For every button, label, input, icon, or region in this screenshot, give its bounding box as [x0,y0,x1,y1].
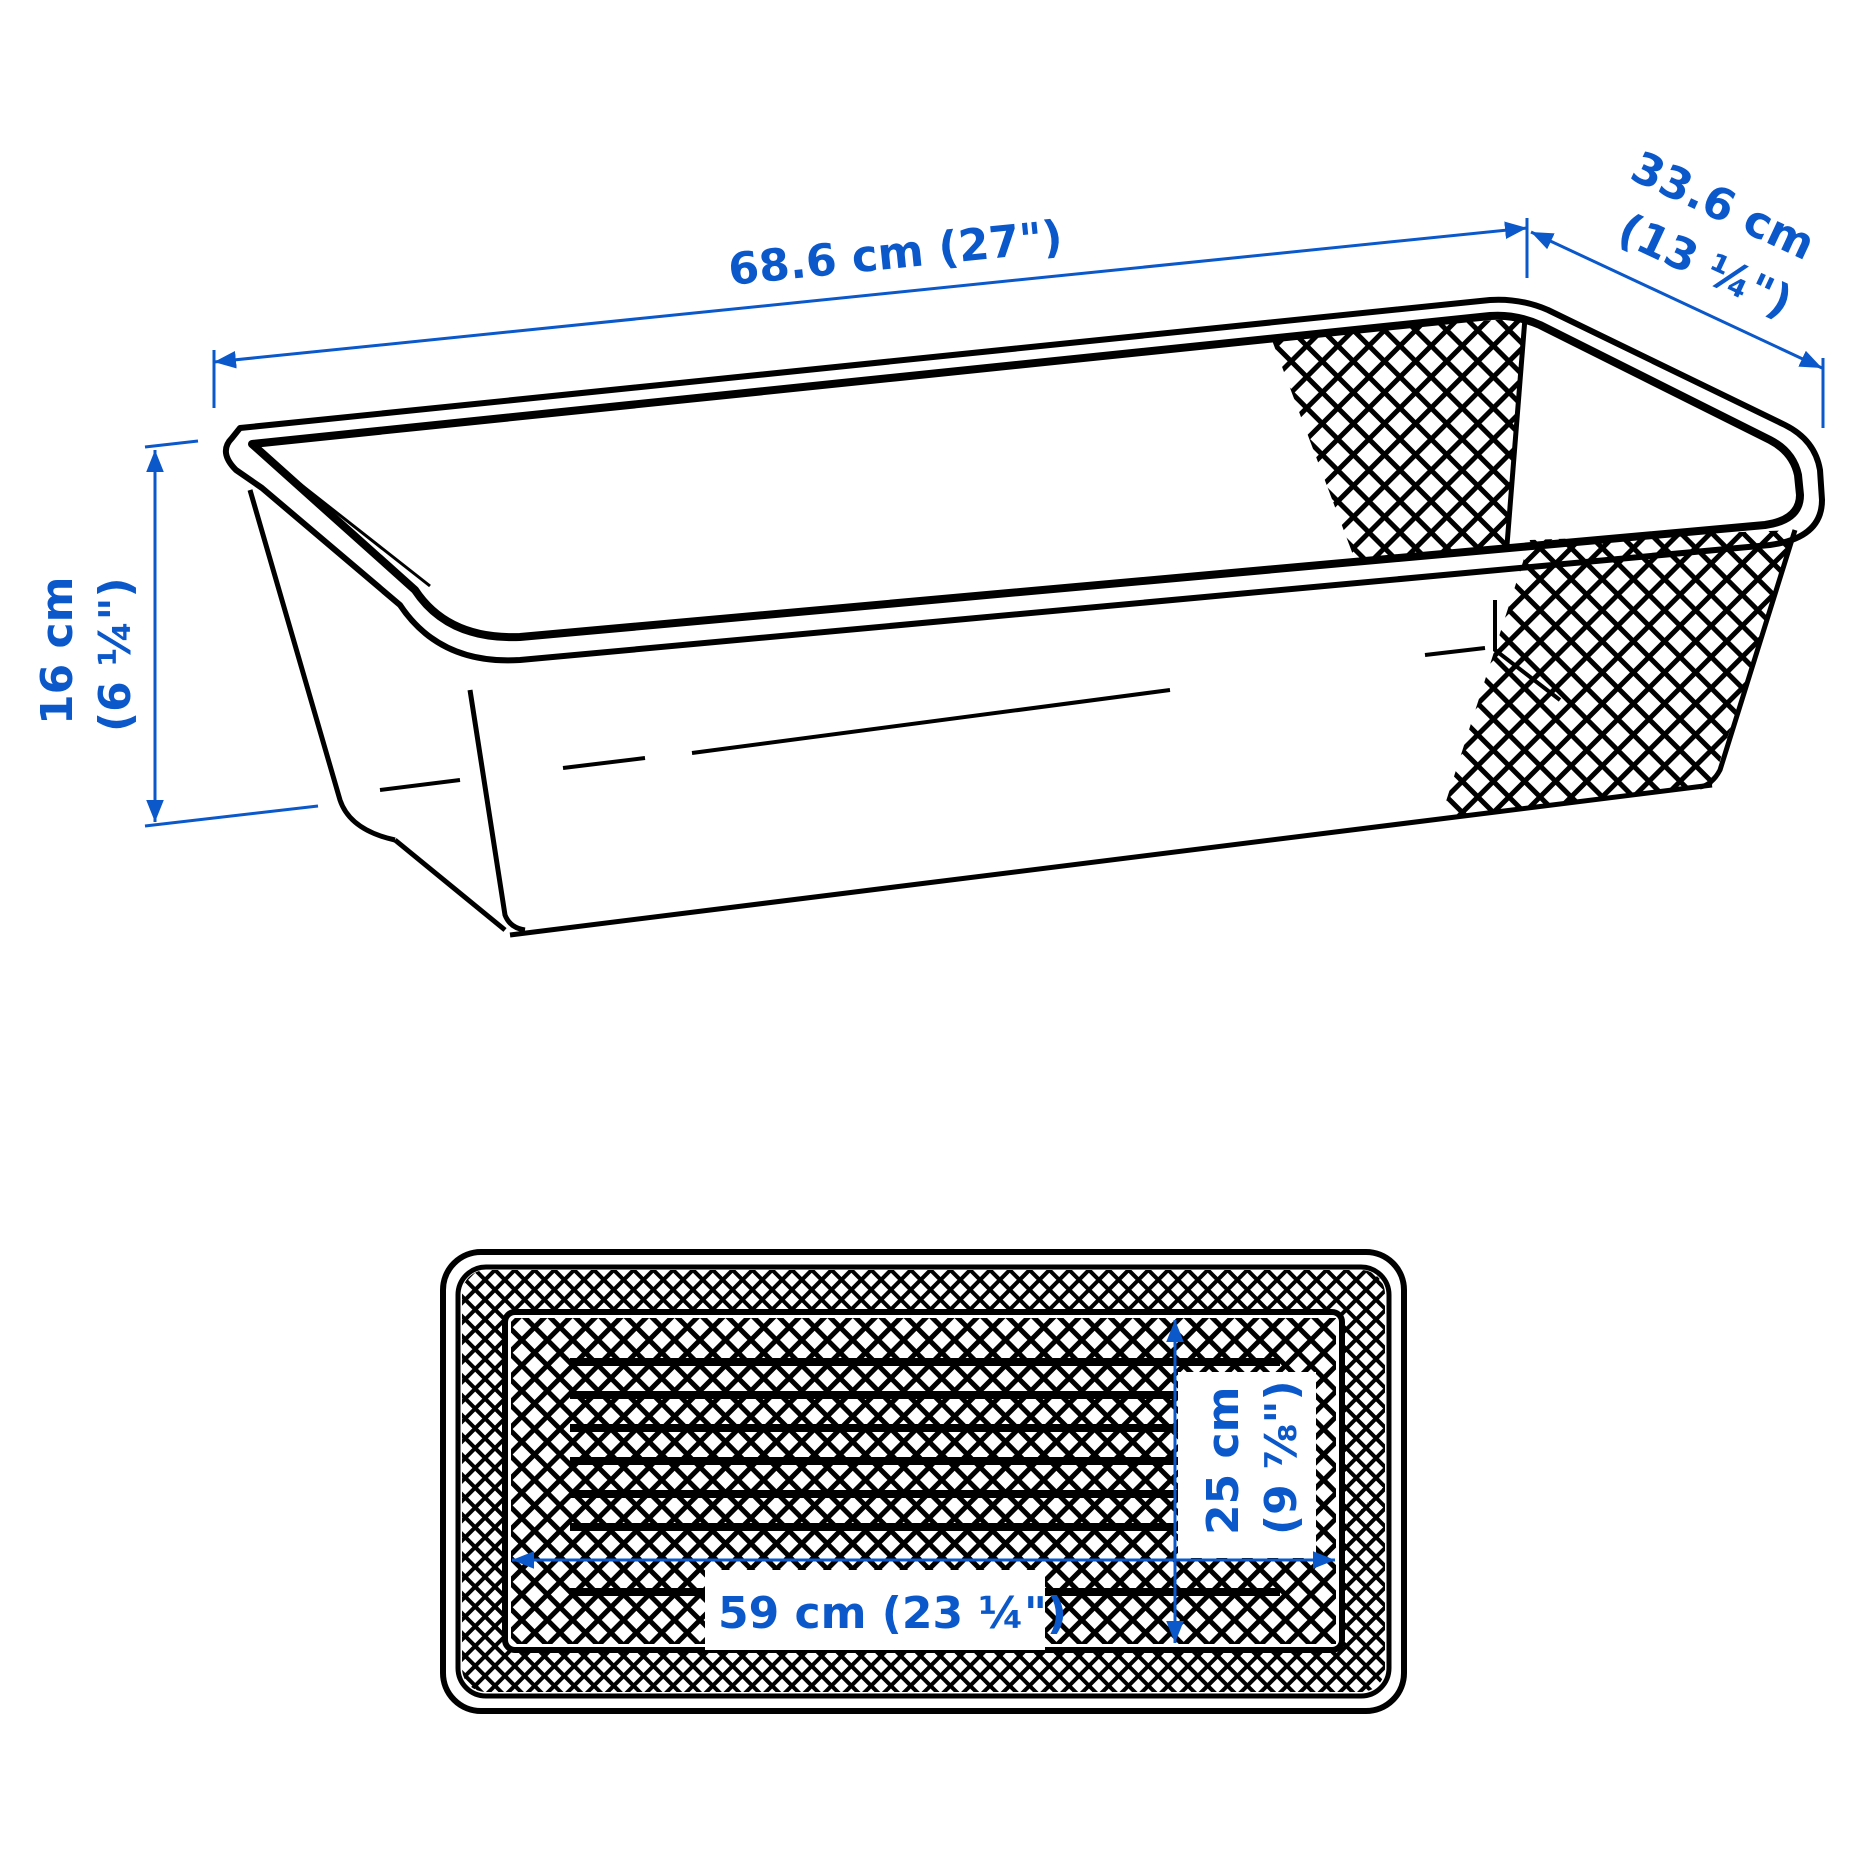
height-dimension: 16 cm (6 ¼") [32,439,319,828]
inner-width-dimension: 25 cm (9 ⅞") [1166,1320,1307,1643]
height-dimension-metric: 16 cm [32,577,83,725]
width-dimension-label: 68.6 cm (27") [726,211,1065,296]
height-dimension-imperial: (6 ¼") [90,577,141,732]
perspective-basket [223,296,1825,938]
inner-length-dimension-label: 59 cm (23 ¼") [718,1588,1067,1639]
inner-length-dimension: 59 cm (23 ¼") [512,1551,1335,1639]
depth-dimension: 33.6 cm (13 ¼") [1530,142,1825,428]
inner-width-dimension-imperial: (9 ⅞") [1256,1380,1307,1535]
length-label-bg [705,1570,1045,1650]
width-label-bg [1178,1372,1316,1558]
inner-width-dimension-metric: 25 cm [1198,1387,1249,1535]
